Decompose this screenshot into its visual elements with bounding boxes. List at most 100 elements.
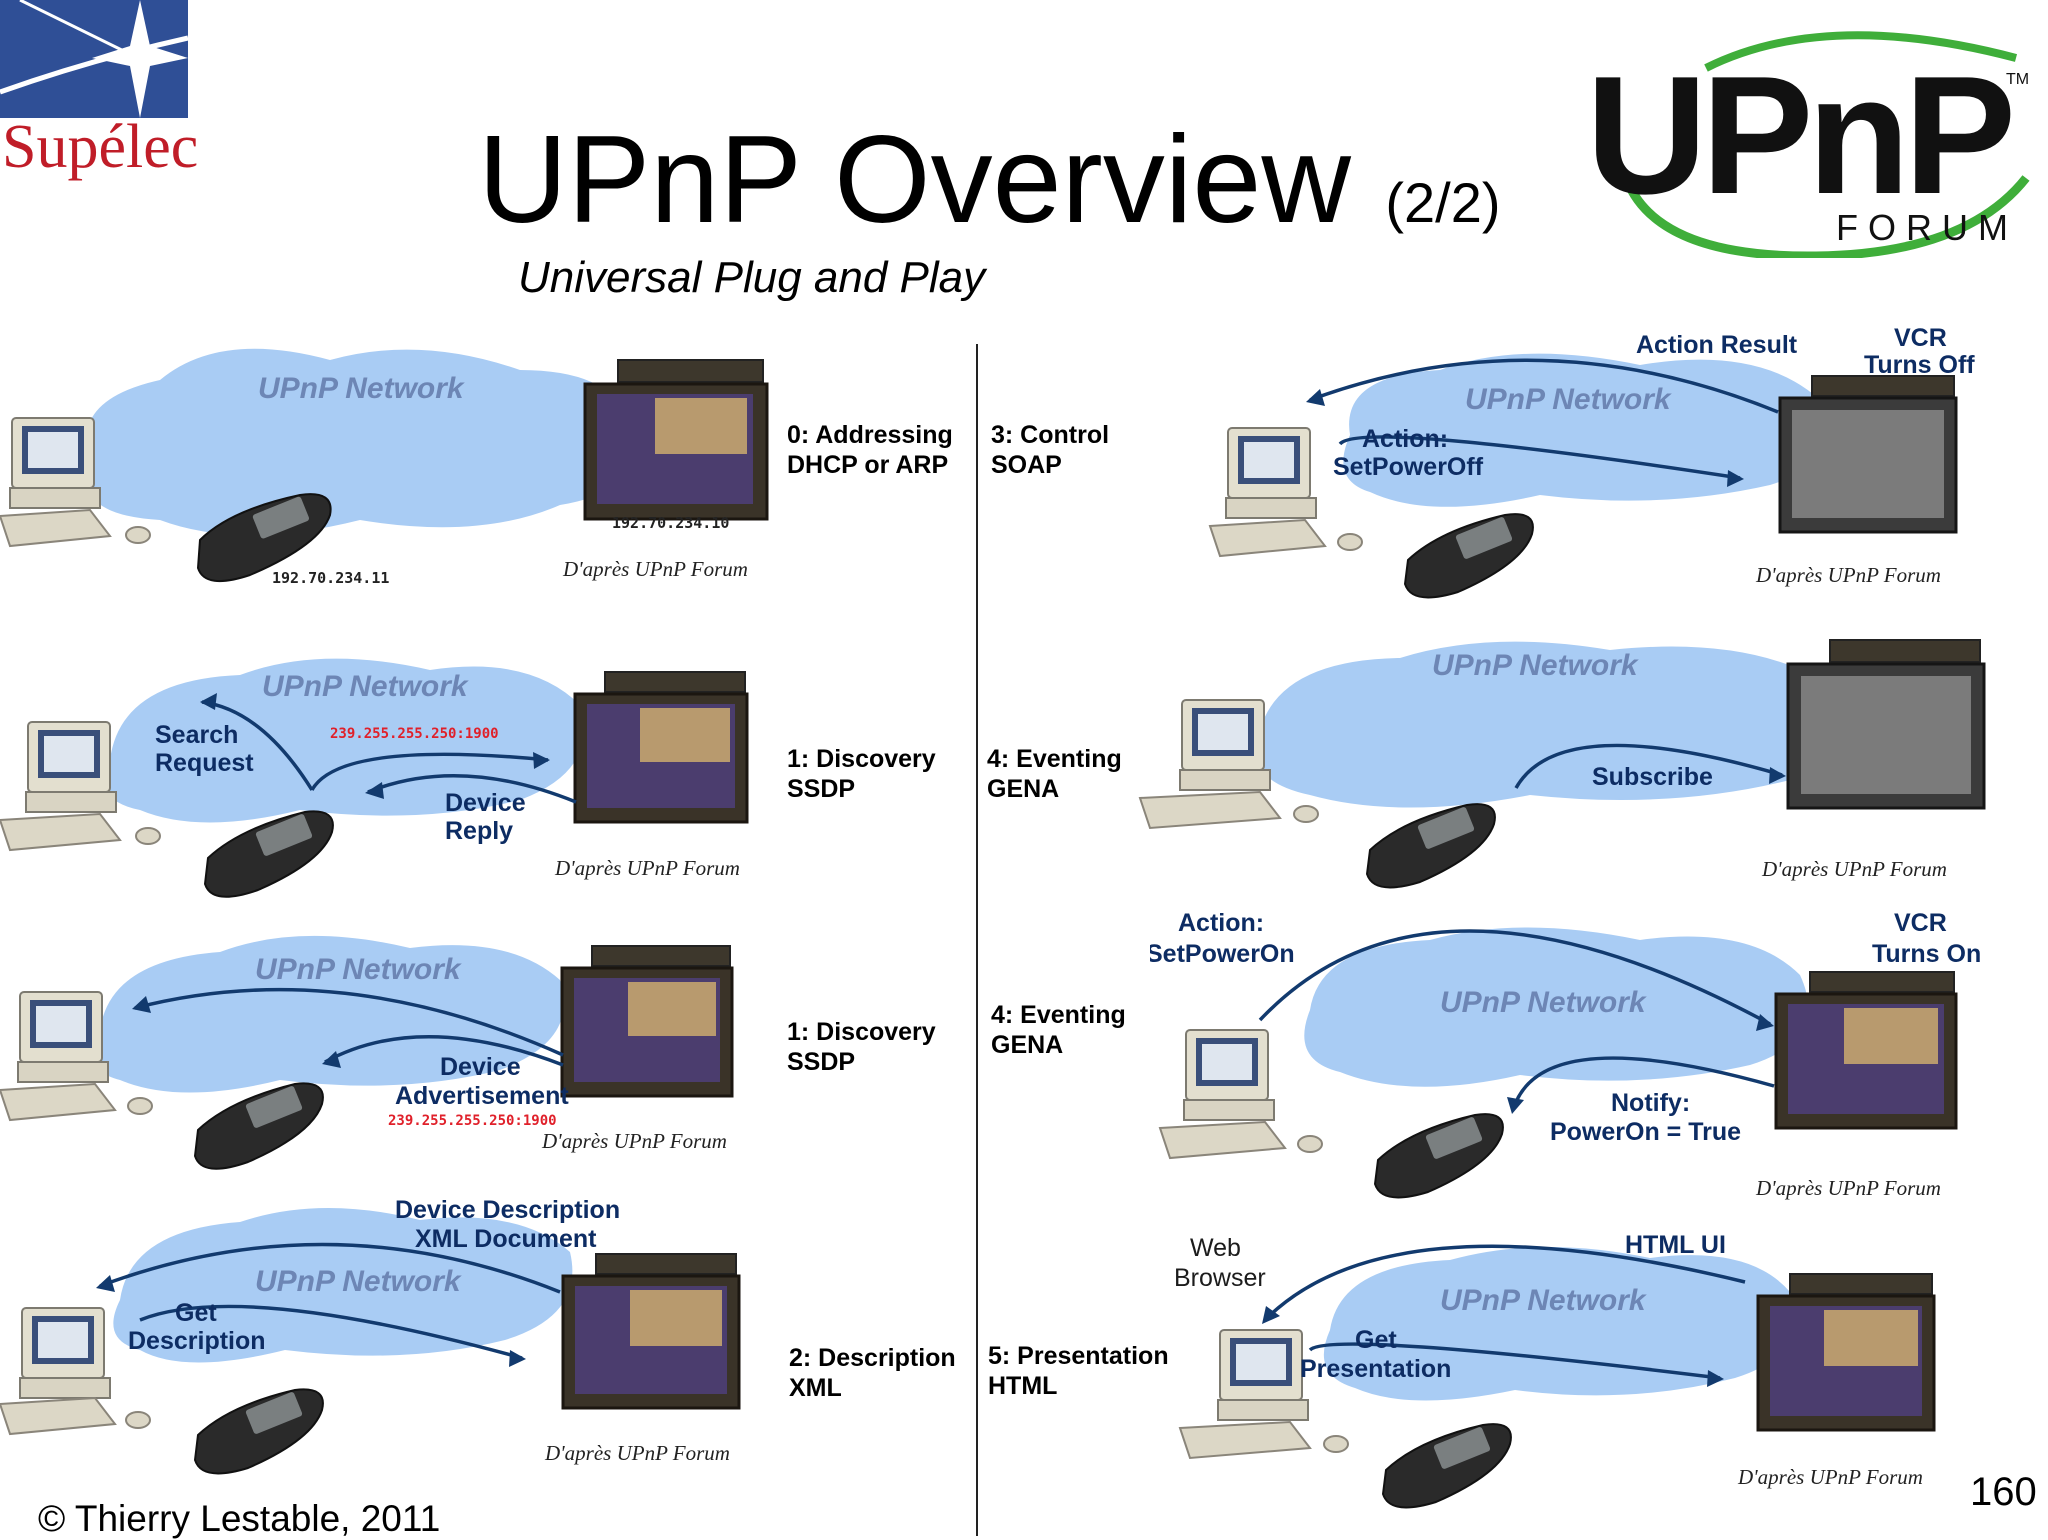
- tv-icon: [1786, 639, 1986, 810]
- network-cloud: [93, 935, 565, 1093]
- remote-control-icon: [193, 1388, 324, 1475]
- html-ui-arrow: [1263, 1244, 1746, 1322]
- network-label: UPnP Network: [1440, 986, 1647, 1019]
- advertisement-arrow-1: [134, 987, 564, 1057]
- step-discovery-2: 1: Discovery SSDP: [787, 1018, 936, 1076]
- panel-eventing-notify: UPnP Network Action: SetPowerOn VCR Turn…: [1150, 909, 1981, 1200]
- remote-control-icon: [1373, 1113, 1504, 1199]
- tv-icon: [1756, 1273, 1936, 1432]
- step-eventing-1: 4: Eventing GENA: [987, 745, 1122, 803]
- arrow-head: [509, 1350, 526, 1367]
- get-presentation-label-2: Presentation: [1300, 1355, 1451, 1383]
- arrow-head: [1507, 1097, 1524, 1114]
- panel-discovery-search: UPnP Network Search Request 239.255.255.…: [0, 658, 749, 898]
- description-arrow-request: [139, 1304, 523, 1360]
- credit-text: D'après UPnP Forum: [1755, 563, 1941, 587]
- notify-arrow: [1511, 1056, 1775, 1111]
- tv-icon: [560, 945, 734, 1098]
- get-presentation-label-1: Get: [1355, 1326, 1397, 1354]
- step-control: 3: Control SOAP: [991, 421, 1110, 479]
- credit-text: D'après UPnP Forum: [1755, 1176, 1941, 1200]
- description-doc-label-1: Device Description: [395, 1196, 620, 1224]
- credit-text: D'après UPnP Forum: [1737, 1465, 1923, 1489]
- network-cloud: [1304, 927, 1809, 1087]
- remote-ip-address: 192.70.234.11: [272, 569, 389, 587]
- credit-text: D'après UPnP Forum: [1761, 857, 1947, 881]
- web-browser-label-2: Browser: [1174, 1264, 1266, 1292]
- arrow-head: [1727, 470, 1744, 487]
- notify-label-1: Notify:: [1611, 1089, 1690, 1117]
- computer-icon: [1138, 699, 1319, 830]
- upnp-logo-word: UPnP: [1586, 41, 2011, 229]
- vcr-label-1: VCR: [1894, 909, 1947, 937]
- action-label-2: SetPowerOff: [1333, 453, 1484, 481]
- vcr-label-1: VCR: [1894, 324, 1947, 352]
- panel-control: UPnP Network Action Result VCR Turns Off…: [1208, 324, 1975, 599]
- network-cloud: [104, 658, 585, 823]
- arrow-head: [1769, 767, 1786, 784]
- reply-arrow: [367, 774, 577, 804]
- arrow-head: [1306, 389, 1325, 406]
- panel-addressing: UPnP Network 192.70.234.10 192.70.234.11…: [0, 348, 769, 587]
- get-description-label-2: Description: [128, 1327, 266, 1355]
- upnp-forum-word: FORUM: [1836, 207, 2018, 248]
- network-cloud: [1323, 1246, 1795, 1401]
- search-arrow-right: [310, 752, 549, 791]
- arrow-head: [1707, 1370, 1724, 1387]
- computer-icon: [0, 417, 151, 548]
- computer-icon: [1158, 1029, 1323, 1160]
- arrow-head: [200, 693, 217, 710]
- arrow-head: [132, 996, 151, 1013]
- credit-text: D'après UPnP Forum: [562, 557, 748, 581]
- remote-control-icon: [1403, 513, 1534, 599]
- get-description-label-1: Get: [175, 1299, 217, 1327]
- step-discovery-1: 1: Discovery SSDP: [787, 745, 936, 803]
- copyright: © Thierry Lestable, 2011: [38, 1498, 441, 1539]
- arrow-head: [1756, 1014, 1774, 1031]
- tv-icon: [1778, 375, 1958, 534]
- action-result-arrow: [1309, 358, 1779, 414]
- arrow-head: [533, 752, 550, 769]
- tv-icon: [583, 359, 769, 521]
- action-arrow: [1338, 435, 1741, 480]
- vcr-label-2: Turns Off: [1864, 351, 1975, 379]
- subscribe-label: Subscribe: [1592, 763, 1713, 791]
- network-cloud: [113, 1207, 573, 1363]
- search-label-2: Request: [155, 749, 254, 777]
- upnp-tm: TM: [2006, 71, 2029, 88]
- remote-control-icon: [203, 810, 334, 898]
- computer-icon: [1178, 1329, 1349, 1460]
- step-description: 2: Description XML: [789, 1344, 956, 1402]
- multicast-address: 239.255.255.250:1900: [388, 1113, 557, 1129]
- arrow-head: [96, 1275, 115, 1292]
- page-number: 160: [1970, 1470, 2037, 1514]
- upnp-forum-logo: UPnP TM FORUM: [1586, 31, 2030, 258]
- description-doc-label-2: XML Document: [415, 1225, 597, 1253]
- action-label-2: SetPowerOn: [1150, 940, 1295, 968]
- panel-presentation: UPnP Network Web Browser HTML UI Get Pre…: [1174, 1231, 1936, 1509]
- advertisement-label-2: Advertisement: [395, 1082, 569, 1110]
- tv-icon: [561, 1253, 741, 1410]
- credit-text: D'après UPnP Forum: [544, 1441, 730, 1465]
- step-eventing-2: 4: Eventing GENA: [991, 1001, 1126, 1059]
- column-divider: [976, 344, 978, 1536]
- step-addressing: 0: Addressing DHCP or ARP: [787, 421, 953, 479]
- arrow-head: [365, 782, 384, 799]
- credit-text: D'après UPnP Forum: [541, 1129, 727, 1153]
- reply-label-1: Device: [445, 789, 526, 817]
- subscribe-arrow: [1514, 743, 1783, 789]
- panel-description: UPnP Network Device Description XML Docu…: [0, 1196, 741, 1475]
- notify-label-2: PowerOn = True: [1550, 1118, 1741, 1146]
- page-title: UPnP Overview (2/2): [478, 111, 1501, 249]
- network-label: UPnP Network: [255, 1265, 462, 1298]
- advertisement-arrow-2: [324, 1035, 564, 1067]
- arrow-head: [322, 1051, 341, 1068]
- credit-text: D'après UPnP Forum: [554, 856, 740, 880]
- computer-icon: [0, 721, 161, 852]
- search-arrow-left: [201, 700, 314, 791]
- tv-ip-address: 192.70.234.10: [612, 514, 729, 532]
- remote-control-icon: [193, 1082, 324, 1170]
- html-ui-label: HTML UI: [1625, 1231, 1726, 1259]
- action-arrow: [1258, 929, 1771, 1026]
- multicast-address: 239.255.255.250:1900: [330, 726, 499, 742]
